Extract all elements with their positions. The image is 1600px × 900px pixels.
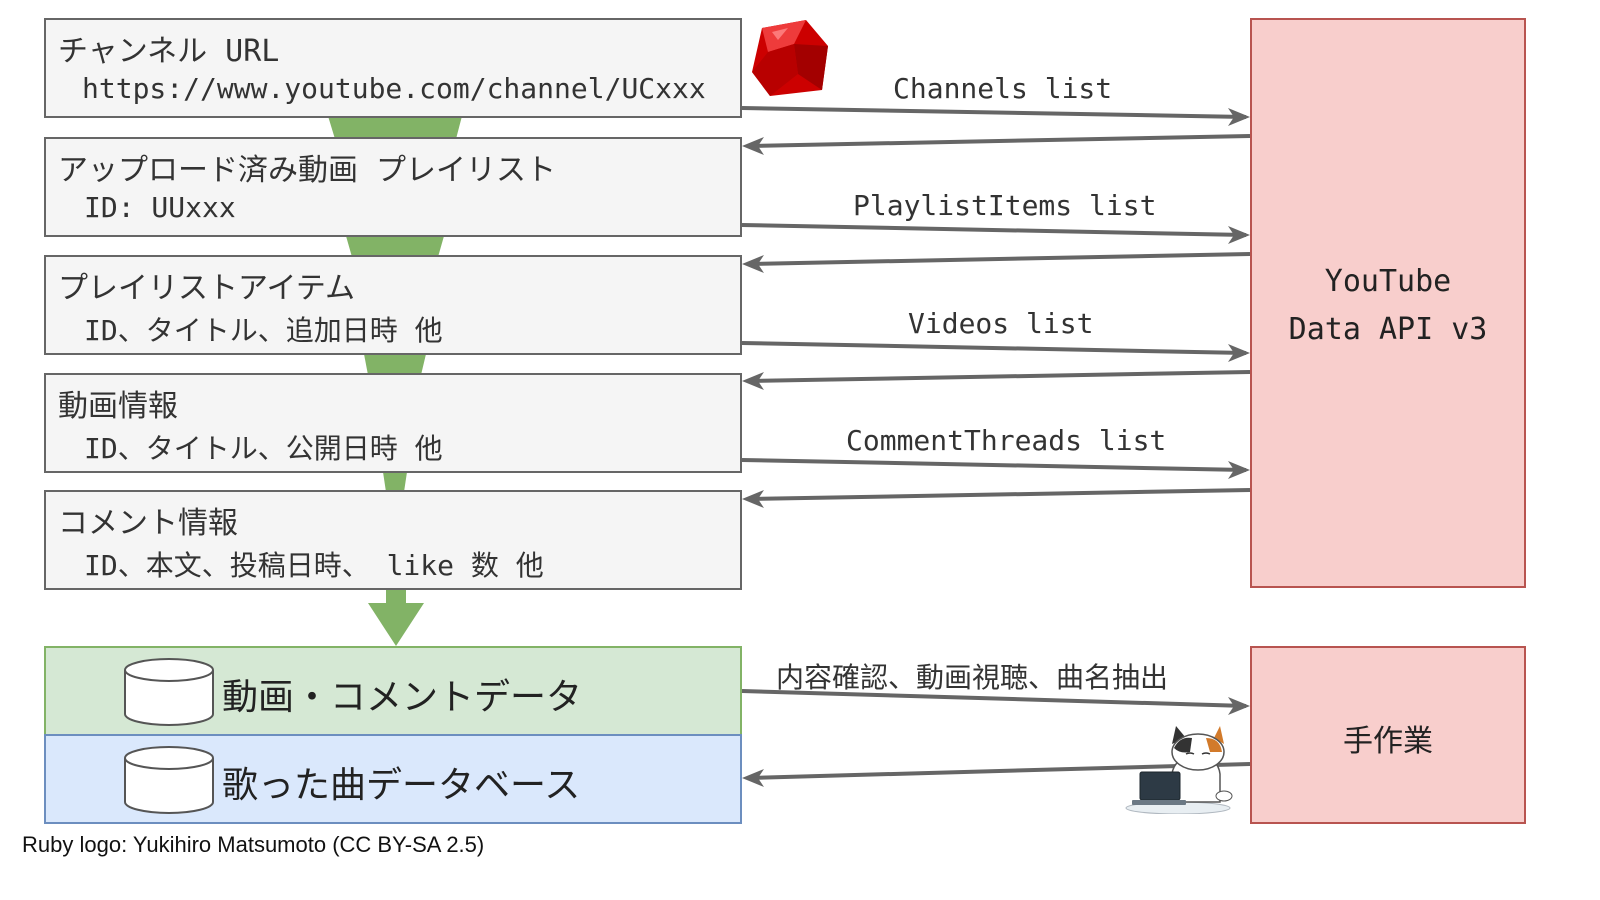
step-playlist-items: プレイリストアイテム ID、タイトル、追加日時 他: [44, 255, 742, 355]
database-label: 歌った曲データベース: [222, 765, 581, 806]
ruby-logo-icon: [752, 20, 828, 96]
step-detail: https://www.youtube.com/channel/UCxxx: [82, 72, 706, 105]
database-cylinder-icon: [124, 746, 214, 814]
flow-connector-3: [364, 354, 426, 375]
step-video-info: 動画情報 ID、タイトル、公開日時 他: [44, 373, 742, 473]
response-arrow-playlistitems: [747, 252, 1251, 266]
manual-work-box: 手作業: [1250, 646, 1526, 824]
step-title: チャンネル URL: [58, 34, 280, 69]
call-label-playlistitems: PlaylistItems list: [853, 189, 1157, 222]
step-detail: ID: UUxxx: [84, 191, 236, 224]
step-title: アップロード済み動画 プレイリスト: [58, 153, 557, 188]
youtube-api-box: YouTube Data API v3: [1250, 18, 1526, 588]
response-arrow-commentthreads: [747, 488, 1251, 501]
call-label-channels: Channels list: [893, 72, 1113, 105]
request-arrow-manual: [741, 689, 1247, 708]
arrowhead: [742, 769, 764, 787]
step-detail: ID、タイトル、公開日時 他: [84, 432, 443, 465]
arrowhead: [1228, 697, 1250, 715]
arrowhead: [1228, 108, 1250, 126]
flow-connector-4: [383, 472, 407, 492]
step-title: コメント情報: [58, 506, 238, 541]
response-arrow-channels: [747, 134, 1251, 148]
api-name-line1: YouTube: [1324, 264, 1452, 299]
response-arrow-manual: [747, 762, 1251, 780]
request-arrow-channels: [741, 106, 1247, 119]
response-arrow-videos: [747, 370, 1251, 383]
database-label: 動画・コメントデータ: [222, 677, 583, 718]
step-detail: ID、タイトル、追加日時 他: [84, 314, 443, 347]
step-title: 動画情報: [58, 389, 178, 424]
database-cylinder-icon: [124, 658, 214, 726]
request-arrow-playlistitems: [741, 223, 1247, 237]
arrowhead: [1228, 344, 1250, 362]
step-comment-info: コメント情報 ID、本文、投稿日時、 like 数 他: [44, 490, 742, 590]
video-comment-data-box: 動画・コメントデータ: [44, 646, 742, 736]
sung-songs-database-box: 歌った曲データベース: [44, 734, 742, 824]
arrowhead: [742, 255, 764, 273]
flow-connector-2: [346, 236, 444, 257]
call-label-manual: 内容確認、動画視聴、曲名抽出: [776, 661, 1169, 694]
request-arrow-commentthreads: [741, 458, 1247, 472]
step-detail: ID、本文、投稿日時、 like 数 他: [84, 549, 544, 582]
arrowhead: [742, 137, 764, 155]
api-name-line2: Data API v3: [1288, 312, 1488, 347]
image-credit: Ruby logo: Yukihiro Matsumoto (CC BY-SA …: [22, 832, 485, 857]
step-upload-playlist: アップロード済み動画 プレイリスト ID: UUxxx: [44, 137, 742, 237]
manual-work-label: 手作業: [1343, 724, 1433, 759]
arrowhead: [1228, 226, 1250, 244]
request-arrow-videos: [741, 341, 1247, 355]
arrowhead: [1228, 461, 1250, 479]
arrowhead: [742, 490, 764, 508]
cat-at-laptop-icon: [1125, 726, 1233, 814]
call-label-videos: Videos list: [908, 307, 1094, 340]
step-title: プレイリストアイテム: [58, 271, 355, 306]
flow-connector-1: [328, 116, 462, 139]
arrowhead: [742, 372, 764, 390]
step-channel-url: チャンネル URL https://www.youtube.com/channe…: [44, 18, 742, 118]
call-label-commentthreads: CommentThreads list: [846, 424, 1167, 457]
flow-arrow-down: [368, 589, 424, 646]
